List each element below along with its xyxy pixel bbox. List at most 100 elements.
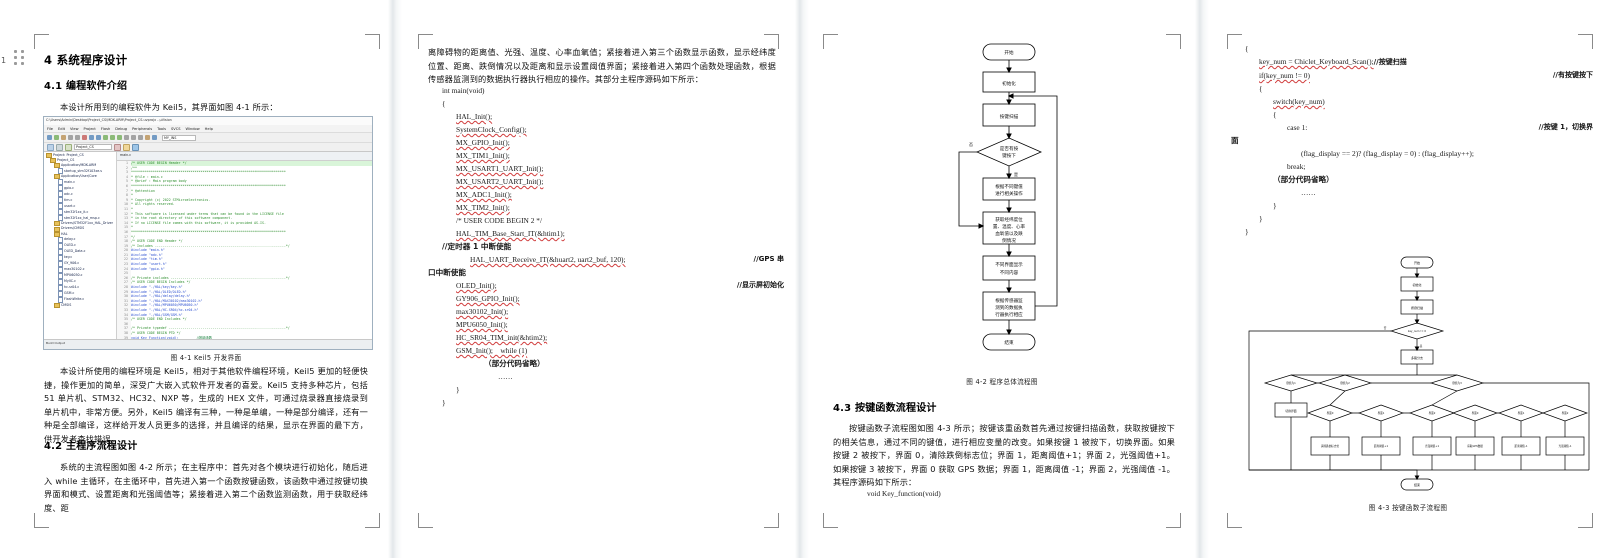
keil-line-number: 19 bbox=[117, 243, 131, 249]
keil-editor-tab-main-c[interactable]: main.c bbox=[117, 152, 372, 161]
keil-menu-item[interactable]: File bbox=[47, 126, 54, 131]
keil-toolbar-icon[interactable] bbox=[152, 135, 157, 140]
keil-toolbar-target[interactable]: Project_CS bbox=[44, 143, 372, 152]
paragraph-keil-description: 本设计所使用的编程环境是 Keil5，相对于其他软件编程环境，Keil5 更加的… bbox=[44, 366, 368, 444]
keil-tree-item[interactable]: startup_stm32f103xe.s bbox=[46, 168, 116, 175]
file-icon bbox=[58, 215, 63, 222]
keil-tree-item[interactable]: OLED.c bbox=[46, 242, 116, 249]
keil-tree-item[interactable]: gpio.c bbox=[46, 185, 116, 192]
toolbar-icon[interactable] bbox=[132, 143, 139, 151]
keil-tree-item[interactable]: stm32f1xx_it.c bbox=[46, 209, 116, 216]
keil-menu-item[interactable]: Peripherals bbox=[132, 126, 153, 131]
keil-toolbar-icon[interactable] bbox=[96, 135, 101, 140]
keil-toolbar-icon[interactable] bbox=[145, 135, 150, 140]
folder-icon bbox=[54, 174, 60, 180]
keil-toolbar-main[interactable]: MY_INS bbox=[44, 133, 372, 143]
keil-toolbar-icon[interactable] bbox=[110, 135, 115, 140]
keil-tree-item[interactable]: delay.c bbox=[46, 236, 116, 243]
keil-menu-bar[interactable]: File Edit View Project Flash Debug Peripherals… bbox=[44, 125, 372, 133]
keil-tree-item[interactable]: Drivers/CMSIS bbox=[46, 226, 116, 232]
keil-menu-item[interactable]: View bbox=[69, 126, 79, 131]
keil-toolbar-icon[interactable] bbox=[89, 135, 94, 140]
code-trailing-comment: //按键 1，切换界 bbox=[1538, 123, 1593, 131]
file-icon bbox=[58, 278, 63, 285]
page-drag-handle[interactable] bbox=[14, 50, 25, 66]
keil-tree-item[interactable]: tim.c bbox=[46, 197, 116, 204]
keil-tree-item[interactable]: MyIIC.c bbox=[46, 278, 116, 285]
keil-menu-item[interactable]: Tools bbox=[157, 126, 166, 131]
toolbar-icon[interactable] bbox=[47, 143, 54, 151]
flow-node-decision-l1: 是否有按 bbox=[1000, 145, 1019, 152]
keil-tree-item[interactable]: OLED_Data.c bbox=[46, 248, 116, 255]
document-page-3[interactable]: 开始 初始化 按键扫描 是否有按 键按下 根据不同键值 进行相关操作 获取经纬度… bbox=[809, 0, 1195, 558]
keil-code-text: /* USER CODE BEGIN Includes */ bbox=[131, 280, 191, 285]
keil-tree-item[interactable]: FlashWrite.c bbox=[46, 296, 116, 303]
drag-dot bbox=[14, 56, 17, 59]
keil-line-number: 3 bbox=[117, 170, 131, 175]
keil-toolbar-icon[interactable] bbox=[103, 135, 108, 140]
code-line: …… bbox=[428, 370, 784, 383]
keil-tree-item[interactable]: adc.c bbox=[46, 191, 116, 198]
keil-menu-item[interactable]: Edit bbox=[58, 126, 65, 131]
toolbar-icon[interactable] bbox=[56, 143, 63, 151]
keil-target-combo[interactable]: Project_CS bbox=[74, 144, 112, 150]
keil-tree-item[interactable]: key.c bbox=[46, 254, 116, 261]
keil-menu-item[interactable]: Flash bbox=[100, 126, 111, 131]
keil-menu-item[interactable]: Debug bbox=[115, 126, 128, 131]
document-page-4[interactable]: {key_num = Chiclet_Keyboard_Scan();//按键扫… bbox=[1209, 0, 1611, 558]
key-flow-switch: 多路分支 bbox=[1411, 355, 1423, 360]
document-page-1[interactable]: 4 系统程序设计 4.1 编程软件介绍 本设计所用到的编程软件为 Keil5，其… bbox=[26, 0, 388, 558]
keil-tree-item[interactable]: HAL bbox=[46, 232, 116, 237]
keil-tree-item[interactable]: CMSIS bbox=[46, 303, 116, 308]
keil-toolbar-icon[interactable] bbox=[54, 135, 59, 140]
document-page-2[interactable]: 离障碍物的距离值、光强、温度、心率血氧值；紧接着进入第三个函数显示函数，显示经纬… bbox=[402, 0, 795, 558]
keil-code-editor[interactable]: main.c 1/* USER CODE BEGIN Header */2/**… bbox=[117, 152, 372, 349]
keil-tree-item[interactable]: main.c bbox=[46, 179, 116, 186]
keil-tree-item[interactable]: MPU6050.c bbox=[46, 272, 116, 279]
keil-tree-item[interactable]: hc-sr04.c bbox=[46, 284, 116, 291]
keil-tree-item[interactable]: stm32f1xx_hal_msp.c bbox=[46, 215, 116, 222]
toolbar-icon[interactable] bbox=[114, 143, 121, 151]
keil-tree-item[interactable]: Application/User/Core bbox=[46, 174, 116, 180]
keil-toolbar-icon[interactable] bbox=[75, 135, 80, 140]
drag-dot bbox=[14, 50, 17, 53]
key-flow-c2: 距离阈值-1 bbox=[1515, 444, 1528, 448]
keil-toolbar-icon[interactable] bbox=[82, 135, 87, 140]
code-line: MX_USART2_UART_Init(); bbox=[428, 175, 784, 188]
keil-toolbar-icon[interactable] bbox=[47, 135, 52, 140]
code-line: { bbox=[1231, 42, 1593, 55]
folder-icon bbox=[54, 221, 60, 227]
keil-menu-item[interactable]: Project bbox=[83, 126, 96, 131]
keil-toolbar-icon[interactable] bbox=[124, 135, 129, 140]
keil-tree-item[interactable]: Drivers/STM32F1xx_HAL_Driver bbox=[46, 221, 116, 227]
keil-toolbar-icon[interactable] bbox=[117, 135, 122, 140]
key-flow-b1: 清除跌倒标志位 bbox=[1321, 444, 1340, 448]
toolbar-icon[interactable] bbox=[65, 143, 72, 151]
keil-tree-item[interactable]: GSM.c bbox=[46, 290, 116, 297]
toolbar-icon[interactable] bbox=[123, 143, 130, 151]
keil-menu-item[interactable]: Window bbox=[185, 126, 200, 131]
keil-tree-item-label: main.c bbox=[64, 179, 76, 184]
code-line-text: } bbox=[1245, 227, 1249, 236]
code-line-text: max30102_Init(); bbox=[456, 307, 509, 316]
keil-code-text: * bbox=[131, 206, 133, 211]
keil-tree-item[interactable]: Project: Project_CS bbox=[46, 153, 116, 159]
keil-tree-item[interactable]: usart.c bbox=[46, 203, 116, 210]
keil-device-combo[interactable]: MY_INS bbox=[162, 134, 196, 141]
keil-toolbar-icon[interactable] bbox=[68, 135, 73, 140]
keil-menu-item[interactable]: SVCS bbox=[170, 126, 181, 131]
keil-tree-item[interactable]: Project_CS bbox=[46, 158, 116, 164]
keil-code-line: 22#include "tim.h" bbox=[117, 257, 372, 263]
keil-toolbar-icon[interactable] bbox=[138, 135, 143, 140]
code-line: MX_TIM2_Init(); bbox=[428, 201, 784, 214]
keil-tree-item[interactable]: max30102.c bbox=[46, 266, 116, 273]
keil-tree-item[interactable]: GY_906.c bbox=[46, 260, 116, 267]
keil-toolbar-icon[interactable] bbox=[131, 135, 136, 140]
code-line: max30102_Init(); bbox=[428, 305, 784, 318]
keil-line-number: 28 bbox=[117, 285, 131, 290]
keil-menu-item[interactable]: Help bbox=[204, 126, 213, 131]
keil-tree-item[interactable]: Application/MDK-ARM bbox=[46, 163, 116, 169]
keil-toolbar-icon[interactable] bbox=[61, 135, 66, 140]
